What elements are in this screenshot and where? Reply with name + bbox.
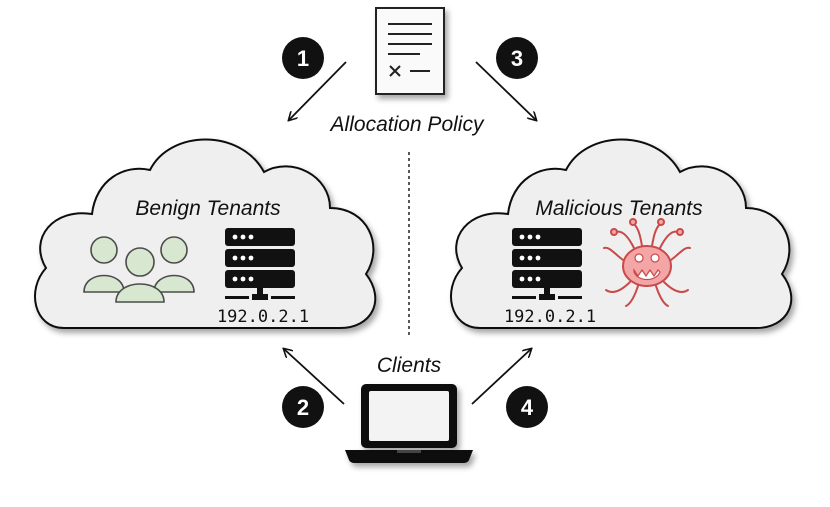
step-badge-1: 1 <box>282 37 324 79</box>
svg-text:1: 1 <box>297 46 309 71</box>
arrow-policy-to-benign <box>289 61 347 120</box>
malicious-cloud <box>450 138 793 329</box>
clients-label: Clients <box>377 354 442 377</box>
benign-ip-address: 192.0.2.1 <box>217 307 309 327</box>
step-badge-4: 4 <box>506 386 548 428</box>
allocation-policy-label: Allocation Policy <box>329 113 485 136</box>
malicious-tenants-label: Malicious Tenants <box>535 197 703 220</box>
arrow-client-to-malicious <box>471 349 531 405</box>
malicious-monster-icon <box>603 218 691 307</box>
policy-document-icon <box>375 7 445 95</box>
svg-text:2: 2 <box>297 395 309 420</box>
benign-server-icon <box>225 228 295 300</box>
benign-cloud <box>34 138 377 329</box>
arrow-policy-to-malicious <box>475 61 536 120</box>
arrow-client-to-benign <box>284 349 345 405</box>
malicious-server-icon <box>512 228 582 300</box>
step-badge-3: 3 <box>496 37 538 79</box>
malicious-ip-address: 192.0.2.1 <box>504 307 596 327</box>
step-badge-2: 2 <box>282 386 324 428</box>
benign-tenants-label: Benign Tenants <box>135 197 281 220</box>
benign-users-icon <box>83 236 195 303</box>
laptop-icon <box>345 384 473 463</box>
svg-text:3: 3 <box>511 46 523 71</box>
svg-text:4: 4 <box>521 395 534 420</box>
